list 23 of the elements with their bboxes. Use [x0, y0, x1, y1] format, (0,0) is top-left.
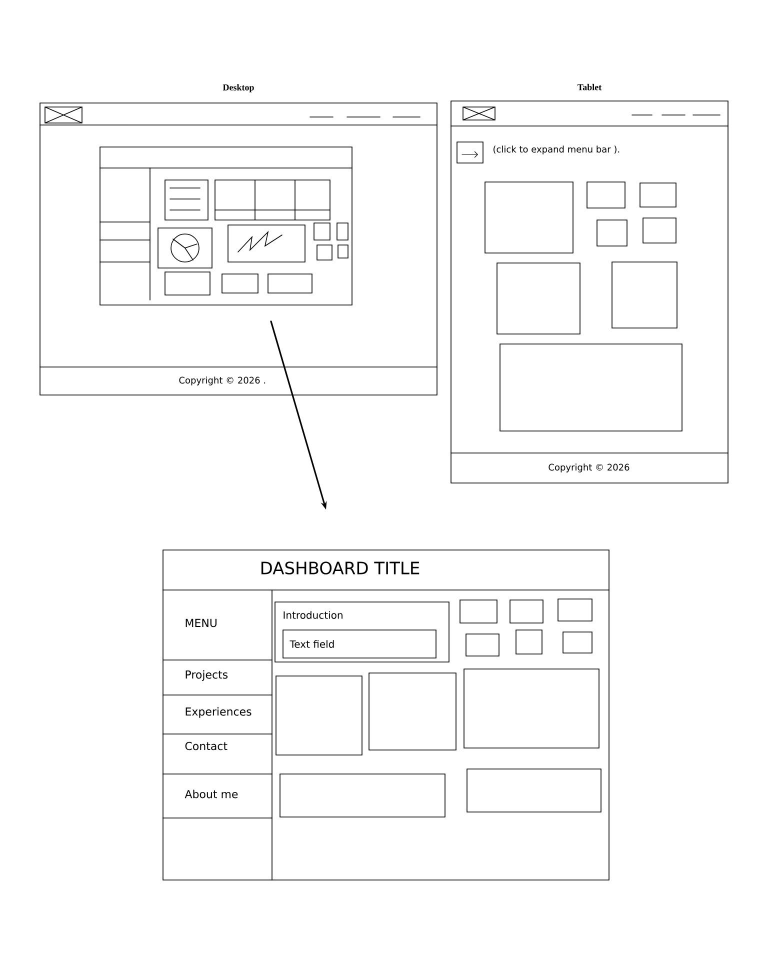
menu-heading: MENU [186, 618, 216, 628]
placeholder-box [562, 632, 592, 654]
placeholder-box [558, 598, 592, 622]
hint-text: (click to expand menu bar ). [494, 146, 620, 154]
menu-item: Experiences [186, 707, 252, 718]
placeholder-box [586, 182, 626, 208]
placeholder-box [642, 218, 676, 244]
footer-text: Copyright © 2026 . [179, 376, 266, 386]
placeholder-box [516, 630, 542, 654]
footer-text: Copyright © 2026 [548, 464, 630, 472]
placeholder-box [640, 182, 676, 208]
expand-button [456, 142, 484, 164]
text-field: Text field [282, 630, 436, 658]
node-label: Desktop [222, 84, 254, 92]
dashboard-thumbnail [100, 146, 352, 306]
menu-item: Contact [185, 742, 228, 750]
placeholder-box [460, 600, 498, 624]
placeholder-box [466, 634, 500, 656]
menu-item: Projects [186, 670, 228, 681]
placeholder-box [510, 600, 544, 624]
menu-item: About me [184, 790, 238, 798]
placeholder-box [596, 220, 628, 246]
node-label: Tablet [578, 84, 602, 90]
